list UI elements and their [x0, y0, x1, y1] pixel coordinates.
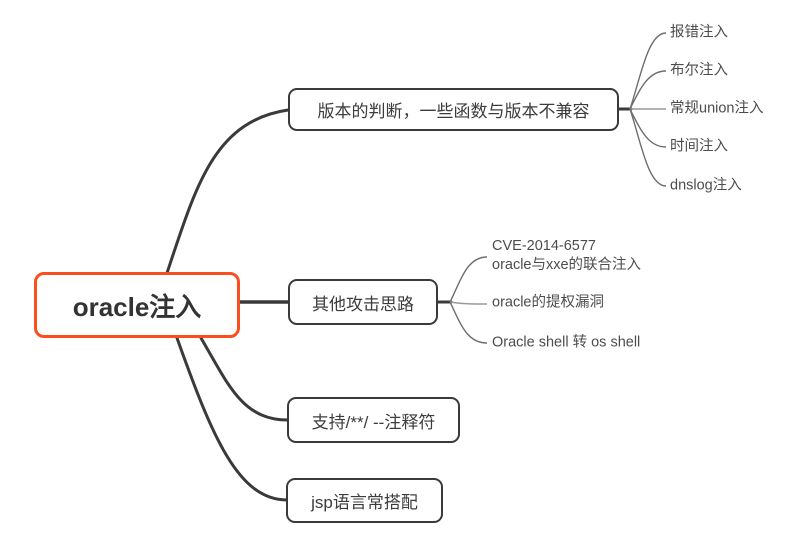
connector-leaf-dnslog-injection [629, 108, 667, 187]
connector-root-to-branch-comment [199, 336, 290, 422]
connector-leaf-cve-xxe [449, 256, 488, 303]
root-node-oracle-injection[interactable]: oracle注入 [34, 272, 240, 338]
leaf-oracle-shell-to-os[interactable]: Oracle shell 转 os shell [492, 334, 641, 351]
connector-leaf-error-injection [629, 32, 667, 110]
connector-root-to-branch-jsp [175, 336, 289, 502]
connector-leaf-boolean-injection [629, 70, 667, 110]
connector-leaf-time-injection [629, 108, 667, 148]
branch-node-other-attack-ideas[interactable]: 其他攻击思路 [288, 279, 438, 325]
connector-leaf-privilege-escalation [449, 301, 488, 305]
leaf-error-injection[interactable]: 报错注入 [670, 24, 728, 41]
leaf-cve-xxe-injection[interactable]: CVE-2014-6577 oracle与xxe的联合注入 [492, 238, 642, 273]
leaf-dnslog-injection[interactable]: dnslog注入 [670, 177, 742, 194]
branch-node-jsp-language[interactable]: jsp语言常搭配 [286, 478, 443, 523]
leaf-union-injection[interactable]: 常规union注入 [670, 100, 764, 117]
leaf-privilege-escalation[interactable]: oracle的提权漏洞 [492, 294, 604, 311]
connector-leaf-oracle-shell [449, 301, 488, 344]
leaf-boolean-injection[interactable]: 布尔注入 [670, 62, 728, 79]
connector-root-to-branch-version [165, 108, 290, 275]
leaf-time-injection[interactable]: 时间注入 [670, 138, 728, 155]
branch-node-version-judgement[interactable]: 版本的判断，一些函数与版本不兼容 [288, 88, 619, 131]
branch-node-comment-support[interactable]: 支持/**/ --注释符 [287, 397, 460, 443]
